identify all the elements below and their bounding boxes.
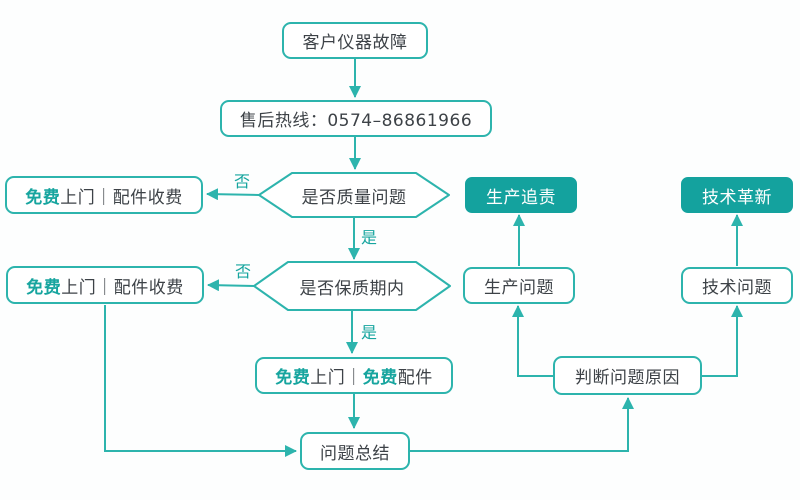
node-free-visit-paid-parts-2: 免费上门｜配件收费	[6, 266, 204, 304]
edge-left2-to-summary	[104, 305, 297, 457]
edge-label-quality-no: 否	[234, 172, 251, 191]
node-hotline: 售后热线：0574–86861966	[220, 100, 492, 137]
node-free-visit-paid-parts-1: 免费上门｜配件收费	[5, 176, 203, 214]
edge-judge-to-production	[512, 305, 553, 377]
edge-quality-no	[206, 188, 260, 201]
node-free-visit-paid-parts-1-rest: 上门｜配件收费	[60, 187, 183, 208]
node-production-accountability-label: 生产追责	[486, 187, 556, 208]
node-production-problem: 生产问题	[463, 267, 575, 304]
edge-judge-to-tech	[702, 305, 743, 377]
edge-warranty-no	[207, 279, 255, 292]
node-tech-problem: 技术问题	[681, 267, 793, 304]
decision-quality-label: 是否质量问题	[301, 187, 407, 208]
node-problem-summary: 问题总结	[300, 432, 410, 470]
node-free-visit-paid-parts-2-accent: 免费	[26, 277, 62, 298]
edge-label-warranty-yes: 是	[361, 323, 378, 342]
node-free-visit-paid-parts-2-rest: 上门｜配件收费	[61, 277, 184, 298]
node-free-visit-paid-parts-1-accent: 免费	[25, 187, 61, 208]
node-free-visit-free-parts-accent1: 免费	[275, 368, 311, 388]
node-hotline-label: 售后热线：0574–86861966	[239, 111, 473, 131]
node-start: 客户仪器故障	[282, 22, 428, 59]
node-tech-innovation-label: 技术革新	[702, 187, 772, 208]
node-free-visit-free-parts: 免费上门｜免费配件	[255, 357, 453, 394]
node-start-label: 客户仪器故障	[302, 33, 408, 53]
decision-quality-shape	[258, 172, 450, 218]
node-production-accountability: 生产追责	[465, 177, 577, 213]
node-tech-innovation: 技术革新	[681, 177, 793, 213]
node-free-visit-free-parts-mid: 上门｜	[310, 368, 363, 388]
edge-label-quality-yes: 是	[361, 228, 378, 247]
node-judge-cause: 判断问题原因	[553, 356, 702, 395]
decision-warranty-label: 是否保质期内	[299, 278, 405, 299]
node-tech-problem-label: 技术问题	[702, 278, 772, 298]
edge-label-warranty-no: 否	[235, 262, 252, 281]
edge-summary-to-judge	[410, 397, 634, 452]
decision-warranty-shape	[253, 261, 451, 311]
node-free-visit-free-parts-rest: 配件	[397, 368, 433, 388]
node-production-problem-label: 生产问题	[484, 278, 554, 298]
node-judge-cause-label: 判断问题原因	[575, 368, 680, 388]
node-problem-summary-label: 问题总结	[320, 443, 390, 464]
node-free-visit-free-parts-accent2: 免费	[362, 368, 398, 388]
